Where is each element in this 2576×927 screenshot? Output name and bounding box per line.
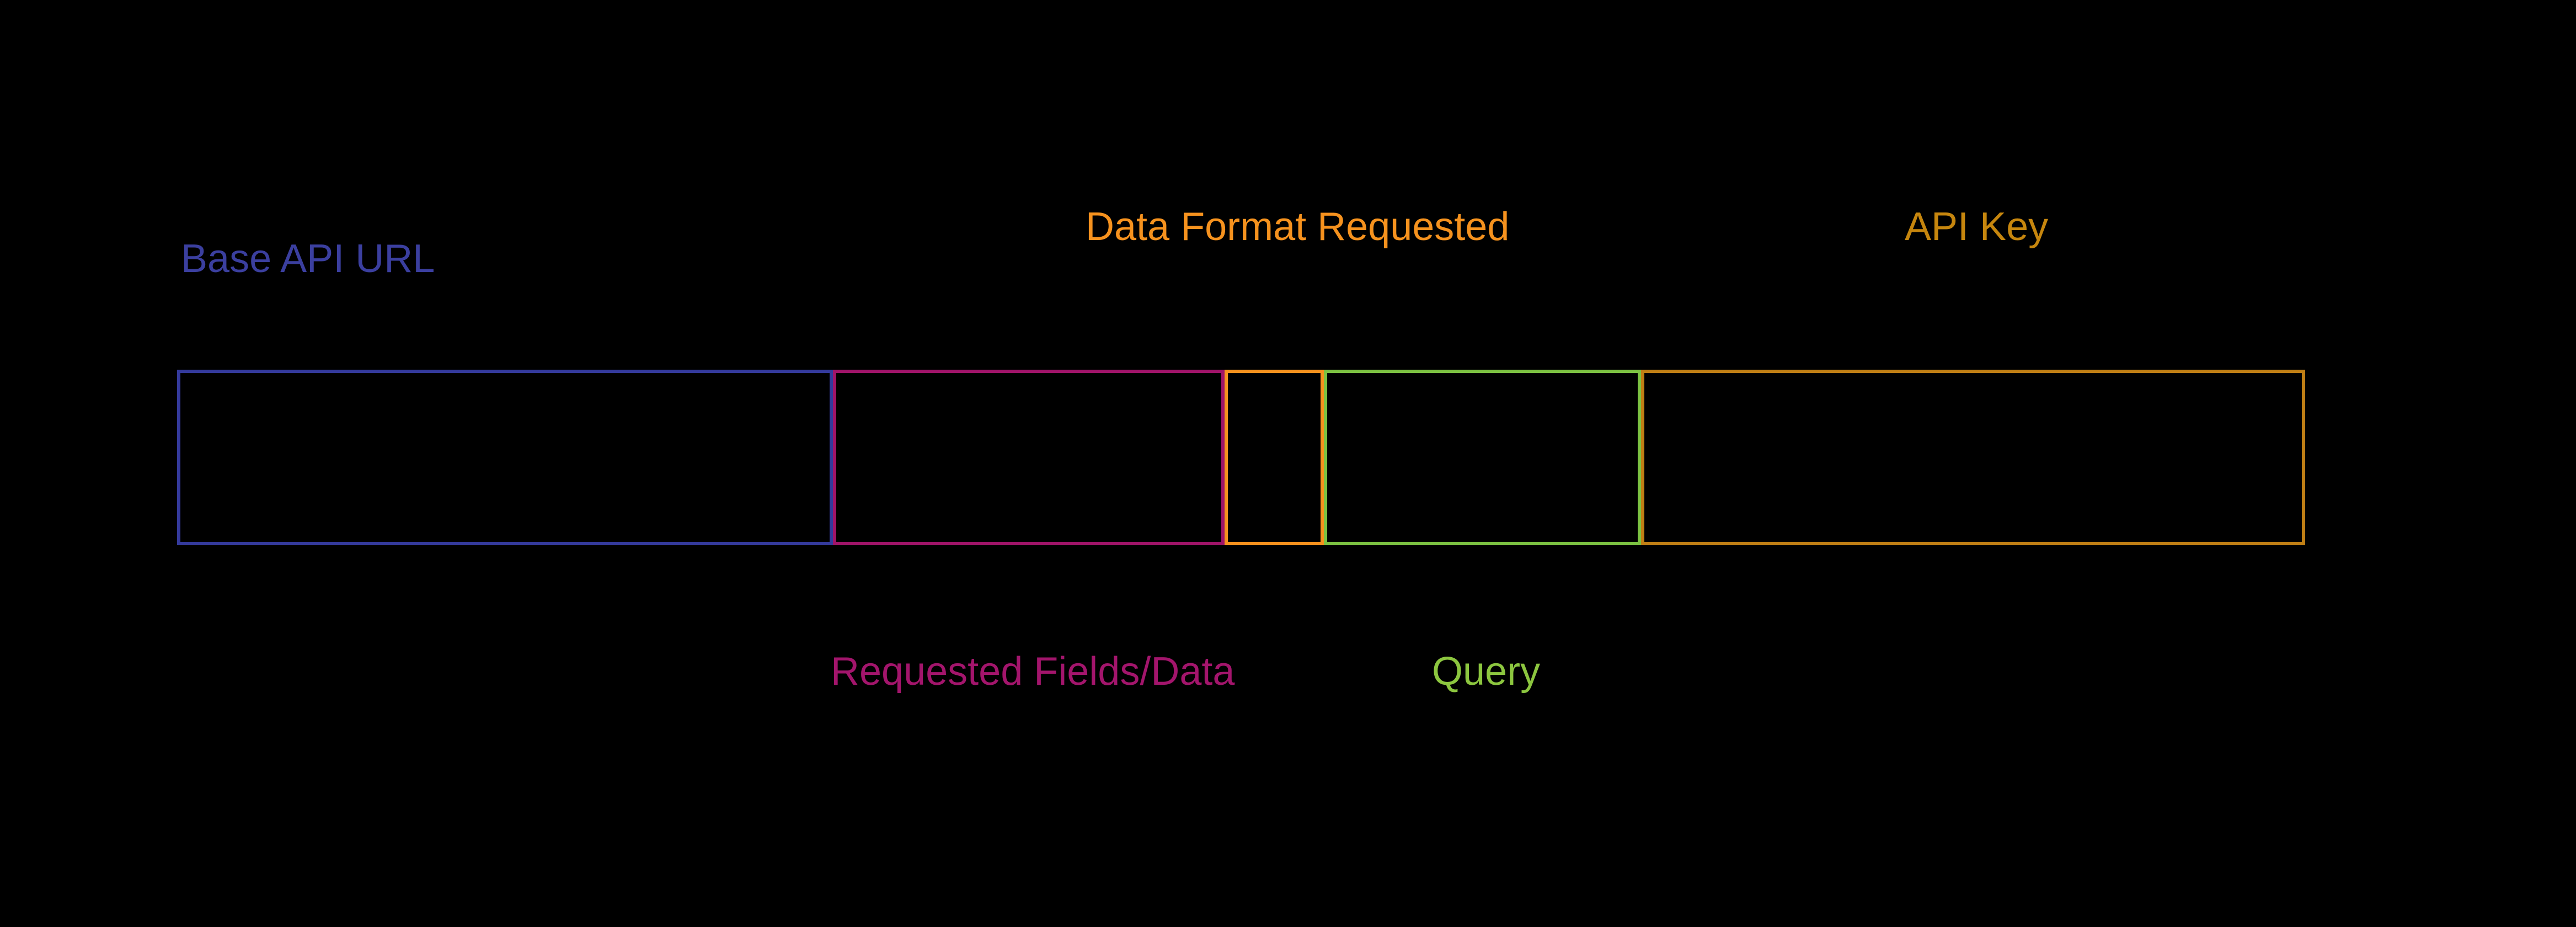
- query-box: [1324, 370, 1641, 545]
- requested-fields-box: [833, 370, 1225, 545]
- data-format-requested-label: Data Format Requested: [1086, 205, 1510, 249]
- base-api-url-box: [177, 370, 833, 545]
- requested-fields-label: Requested Fields/Data: [831, 649, 1235, 694]
- base-api-url-label: Base API URL: [181, 237, 435, 281]
- data-format-requested-box: [1225, 370, 1324, 545]
- query-label: Query: [1432, 649, 1541, 694]
- api-key-label: API Key: [1905, 205, 2049, 249]
- api-key-box: [1641, 370, 2305, 545]
